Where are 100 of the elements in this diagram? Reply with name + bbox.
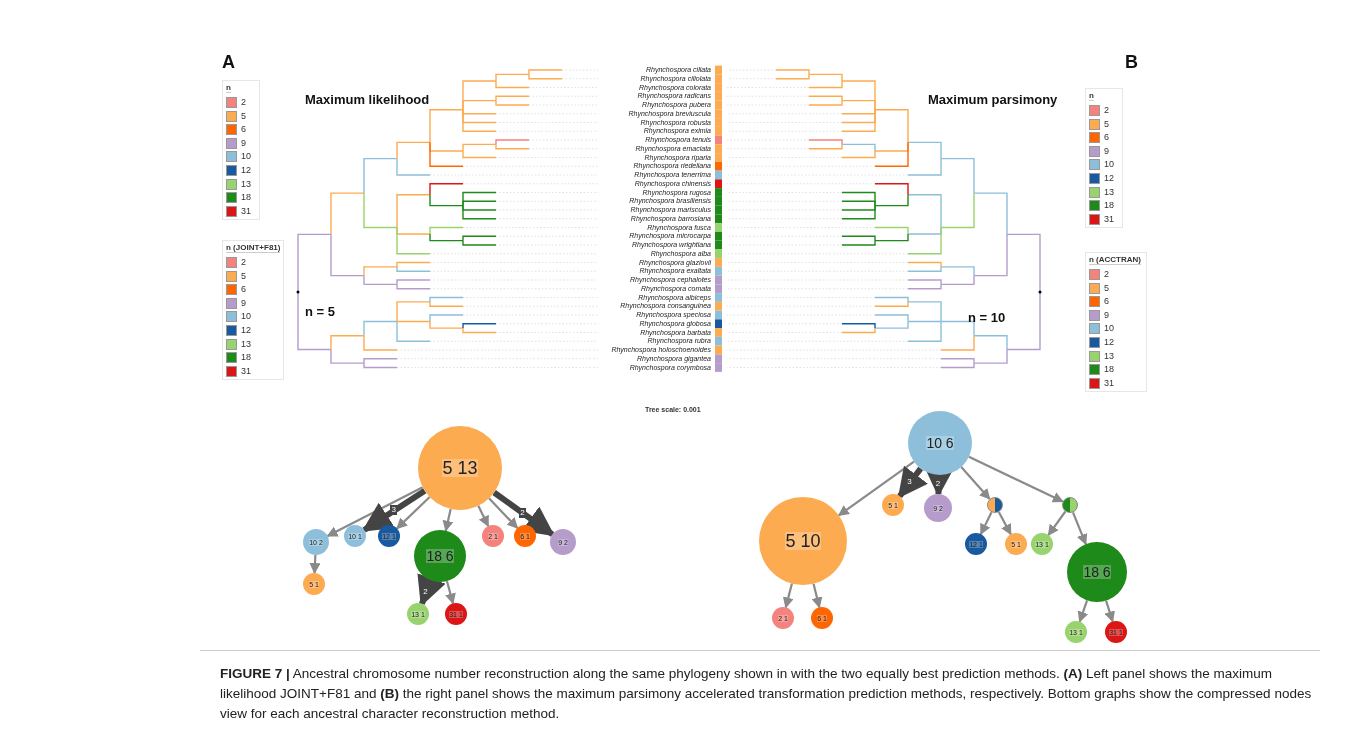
arrow [960,466,991,500]
legend-heading: n (ACCTRAN) [1089,255,1141,265]
root-state-label: n = 5 [305,304,335,319]
state-circle [924,494,952,522]
arrow [782,583,794,609]
arrow [477,505,490,528]
legend-label: 6 [1104,296,1109,307]
count-label: 5 13 [442,459,478,477]
legend-label: 18 [1104,364,1114,375]
legend-label: 10 [241,151,251,162]
state-circle [882,494,904,516]
legend-label: 31 [1104,213,1114,224]
state-circle [772,607,794,629]
count-label: 5 10 [785,532,821,550]
arrow [309,554,321,575]
legend-label: 12 [241,325,251,335]
legend-label: 2 [241,257,246,267]
figure-caption: FIGURE 7 | Ancestral chromosome number reconstruction along the same phylogeny shown in with the two equally best prediction methods. (A) Left panel shows the maximum likelihood JOINT+F81 and (B) the right panel shows the maximum parsimony accelerated transformation prediction methods, respectively. Bottom graphs show the compressed nodes view for each ancestral character reconstruction method. [220,665,1313,723]
legend-heading: n [1089,91,1094,101]
state-circle [514,525,536,547]
arrow [1104,600,1115,623]
state-circle [908,411,972,475]
legend-label: 12 [241,165,251,175]
legend-label: 2 [1104,105,1109,115]
legend-label: 12 [1104,337,1114,347]
panel-letter: A [222,52,235,73]
edge-label: 2 [519,508,526,519]
legend-label: 6 [1104,132,1109,143]
arrow [361,488,427,533]
legend-label: 10 [241,311,251,322]
legend-label: 5 [1104,282,1109,293]
state-circle [550,529,576,555]
state-circle [378,525,400,547]
arrow [417,573,446,607]
legend-label: 9 [241,297,246,308]
legend-label: 13 [1104,186,1114,197]
legend-heading: n [226,83,231,93]
method-title: Maximum likelihood [305,92,430,107]
edge-label: 2 [422,587,429,597]
state-circle [1067,542,1127,602]
arrow [492,490,555,537]
arrow [979,511,993,536]
legend-label: 2 [241,97,246,107]
method-title: Maximum parsimony [928,92,1058,107]
legend-label: 5 [241,270,246,281]
legend-label: 5 [1104,118,1109,129]
state-circle [965,533,987,555]
state-circle [1065,621,1087,643]
arrow [968,455,1064,503]
panel-letter: B [1125,52,1138,73]
legend-label: 13 [241,178,251,189]
arrow [1071,512,1088,546]
arrow [997,511,1012,536]
arrow [488,497,519,529]
state-circle [445,603,467,625]
state-circle [1031,533,1053,555]
legend-label: 31 [1104,377,1114,388]
arrow [442,508,454,532]
arrow [897,465,928,499]
legend-label: 6 [241,284,246,295]
arrow [445,580,456,605]
state-circle [1005,533,1027,555]
legend-label: 6 [241,124,246,135]
legend-label: 2 [1104,269,1109,279]
legend-label: 9 [241,137,246,148]
state-circle [482,525,504,547]
count-label: 18 6 [426,549,454,563]
legend-label: 5 [241,110,246,121]
legend-label: 13 [241,338,251,349]
count-label: 10 6 [926,436,954,450]
legend-label: 12 [1104,173,1114,183]
state-circle [811,607,833,629]
state-circle [303,573,325,595]
arrow [837,460,915,517]
state-circle [414,530,466,582]
arrow [326,486,424,538]
pie-circle [987,497,1003,513]
state-circle [344,525,366,547]
root-state-label: n = 10 [968,310,1006,325]
legend-label: 10 [1104,323,1114,334]
arrow [396,496,431,530]
legend-label: 31 [241,365,251,376]
arrow [1047,510,1067,536]
legend-label: 31 [241,205,251,216]
legend-label: 18 [1104,200,1114,211]
legend-label: 10 [1104,159,1114,170]
legend-heading: n (JOINT+F81) [226,243,281,253]
state-circle [303,529,329,555]
state-circle [1105,621,1127,643]
legend-label: 18 [241,352,251,363]
legend-label: 9 [1104,145,1109,156]
pie-circle [1062,497,1078,513]
arrow [811,583,823,609]
legend-label: 13 [1104,350,1114,361]
edge-label: 3 [390,505,397,516]
count-label: 18 6 [1083,565,1111,579]
arrow [1077,599,1089,623]
legend-label: 9 [1104,309,1109,320]
state-circle [418,426,502,510]
state-circle [407,603,429,625]
